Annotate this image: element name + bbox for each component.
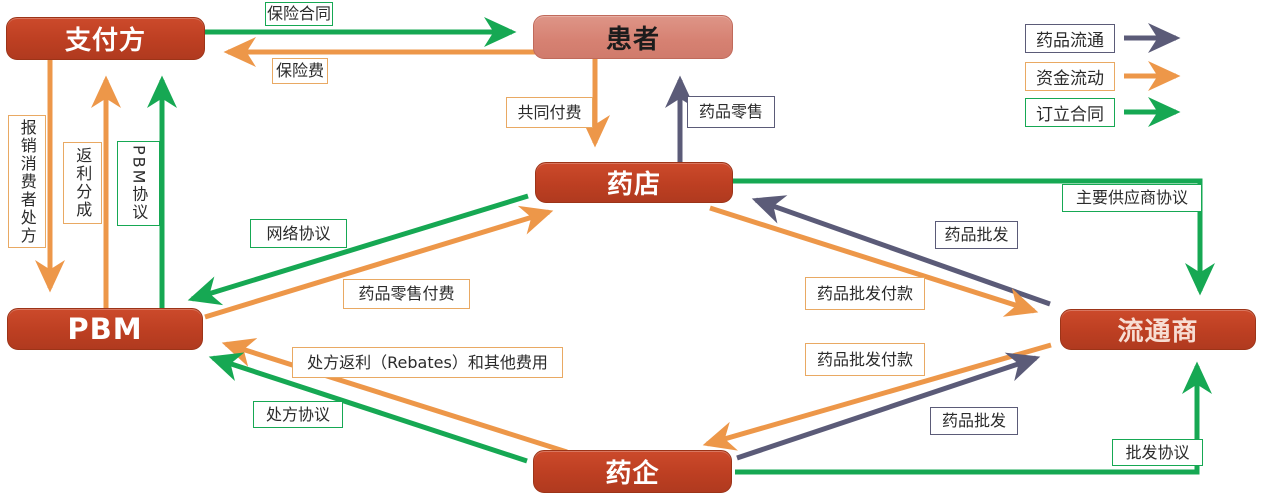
label-network-agreement: 网络协议	[250, 219, 347, 248]
label-wholesale-top: 药品批发	[935, 221, 1018, 249]
label-rx-agreement: 处方协议	[253, 401, 343, 428]
label-insurance-premium: 保险费	[272, 58, 328, 84]
edge-pharma-distributor-wholesale	[736, 352, 1041, 461]
node-pharma: 药企	[533, 450, 732, 493]
edge-pharma-pbm-rx-agreement	[208, 352, 528, 464]
label-wholesale-payment-bottom: 药品批发付款	[805, 343, 925, 376]
label-main-supplier-agreement: 主要供应商协议	[1062, 184, 1202, 212]
edge-pharma-distributor-wholesale-agreement	[735, 361, 1212, 475]
edge-pharmacy-pbm-network-agreement	[187, 193, 529, 306]
edge-pharma-pbm-rebates	[221, 338, 568, 455]
legend-item-drug-flow: 药品流通	[1025, 24, 1115, 53]
edge-distributor-pharmacy-wholesale	[751, 195, 1051, 307]
edge-pbm-pharmacy-retail-payment	[204, 205, 554, 320]
label-wholesale-payment-top: 药品批发付款	[805, 277, 925, 310]
node-distributor: 流通商	[1060, 309, 1256, 350]
legend-item-money-flow: 资金流动	[1025, 62, 1115, 91]
node-pharmacy: 药店	[535, 162, 733, 203]
label-reimburse-consumer-rx: 报销消费者处方	[8, 115, 46, 248]
edge-pharmacy-distributor-main-supplier-agreement	[733, 178, 1215, 296]
node-patient: 患者	[533, 15, 733, 59]
label-copay: 共同付费	[506, 97, 593, 128]
label-wholesale-bottom: 药品批发	[930, 407, 1018, 435]
node-pbm: PBM	[7, 308, 203, 350]
label-rebate-share: 返利分成	[63, 142, 102, 224]
label-drug-retail-payment: 药品零售付费	[343, 279, 470, 309]
node-payer: 支付方	[6, 17, 205, 60]
legend-item-contract-flow: 订立合同	[1025, 98, 1115, 127]
edge-distributor-pharma-wholesale-payment	[702, 342, 1052, 451]
label-drug-retail: 药品零售	[687, 96, 775, 128]
label-pbm-agreement: PBM协议	[117, 141, 160, 226]
edge-pharmacy-distributor-wholesale-payment	[709, 205, 1039, 317]
label-rx-rebates-fees: 处方返利（Rebates）和其他费用	[292, 347, 563, 378]
label-insurance-contract: 保险合同	[265, 2, 333, 26]
label-wholesale-agreement: 批发协议	[1112, 439, 1203, 466]
